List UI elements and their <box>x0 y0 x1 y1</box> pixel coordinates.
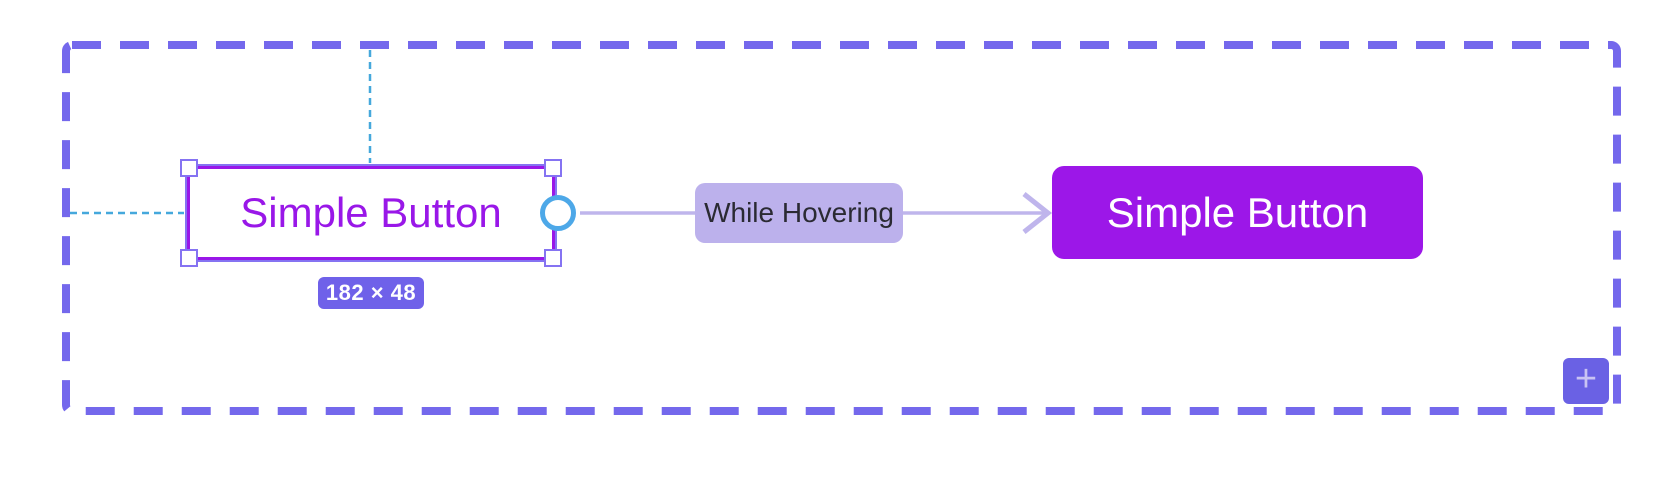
source-button[interactable]: Simple Button <box>180 159 576 267</box>
add-interaction-button[interactable]: + <box>1563 358 1609 404</box>
connection-port[interactable] <box>540 195 576 231</box>
source-button-label: Simple Button <box>240 189 502 236</box>
target-button[interactable]: Simple Button <box>1052 166 1423 259</box>
selection-handle-top-right[interactable] <box>544 159 562 177</box>
selection-handle-top-left[interactable] <box>180 159 198 177</box>
arrowhead-icon <box>1022 192 1053 234</box>
interaction-trigger-text: While Hovering <box>704 197 894 228</box>
selection-handle-bottom-right[interactable] <box>544 249 562 267</box>
target-button-label: Simple Button <box>1106 188 1369 236</box>
plus-icon: + <box>1574 358 1598 400</box>
interaction-trigger-label[interactable]: While Hovering <box>695 183 903 243</box>
selection-handle-bottom-left[interactable] <box>180 249 198 267</box>
flow-area-dashed-border <box>62 41 1621 415</box>
size-badge-label: 182 × 48 <box>325 280 417 305</box>
size-badge: 182 × 48 <box>318 277 424 309</box>
